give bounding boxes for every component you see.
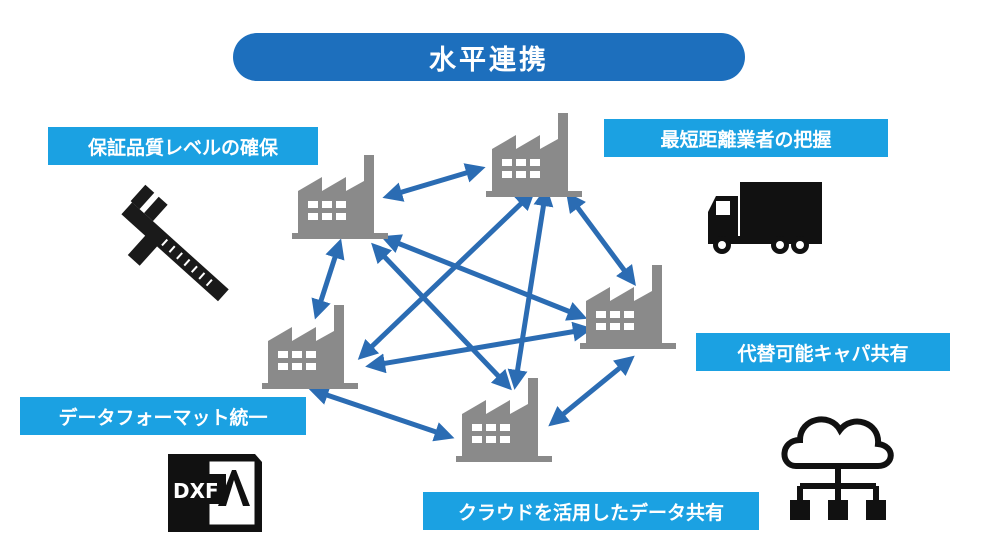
truck-icon bbox=[708, 182, 822, 254]
factory-icon bbox=[486, 113, 582, 197]
arrow-b-c bbox=[566, 191, 636, 287]
arrow-d-e bbox=[308, 385, 455, 442]
label-capacity-sharing: 代替可能キャパ共有 bbox=[696, 333, 950, 371]
cloud-network-icon bbox=[781, 416, 894, 502]
page-title: 水平連携 bbox=[233, 33, 745, 81]
connection-arrows bbox=[308, 163, 636, 442]
label-data-format: データフォーマット統一 bbox=[20, 397, 306, 435]
label-cloud-sharing: クラウドを活用したデータ共有 bbox=[423, 492, 759, 530]
arrow-c-e bbox=[548, 355, 635, 427]
factory-icon bbox=[292, 155, 388, 239]
label-quality: 保証品質レベルの確保 bbox=[48, 127, 318, 165]
arrow-c-d bbox=[365, 321, 593, 374]
arrow-a-b bbox=[382, 163, 486, 202]
caliper-icon bbox=[121, 184, 229, 302]
label-nearest-vendor: 最短距離業者の把握 bbox=[604, 119, 888, 157]
arrow-b-d bbox=[357, 190, 536, 360]
factory-icon bbox=[456, 378, 552, 462]
dxf-label: DXF bbox=[173, 479, 219, 503]
factory-icon bbox=[262, 305, 358, 389]
arrow-a-d bbox=[311, 238, 345, 320]
dxf-file-icon: DXF bbox=[168, 454, 262, 532]
arrow-b-e bbox=[507, 186, 554, 390]
